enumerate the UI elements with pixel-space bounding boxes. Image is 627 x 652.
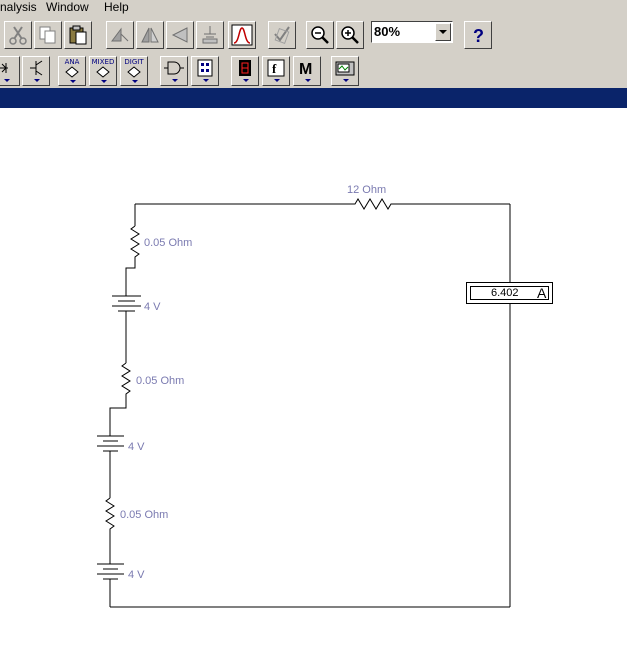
- zoom-level-value: 80%: [374, 24, 401, 39]
- oscilloscope-icon: [335, 61, 355, 82]
- resistor-12-ohm-label: 12 Ohm: [347, 184, 386, 196]
- resistor-3-label: 0.05 Ohm: [120, 509, 168, 521]
- rotate-icon: [111, 27, 129, 42]
- parts-bin-logic-gates[interactable]: [160, 56, 188, 86]
- main-toolbar: 80% ?: [0, 16, 627, 54]
- resistor-2[interactable]: [109, 362, 131, 430]
- check-pen-icon: [274, 26, 290, 44]
- parts-bin-controls[interactable]: f: [262, 56, 290, 86]
- graph-icon: [231, 24, 253, 46]
- parts-bin-indicators[interactable]: [231, 56, 259, 86]
- zoom-in-icon: [341, 26, 359, 44]
- zoom-out-button[interactable]: [306, 21, 334, 49]
- resistor-1-label: 0.05 Ohm: [144, 237, 192, 249]
- battery-2[interactable]: [97, 435, 124, 452]
- resistor-3[interactable]: [105, 497, 115, 558]
- parts-bin-digital-blocks[interactable]: [191, 56, 219, 86]
- ammeter-reading: 6.402: [491, 287, 519, 299]
- digital-ic-icon: [127, 66, 141, 83]
- digital-block-icon: [197, 59, 213, 82]
- circuit-diagram: 12 Ohm 0.05 Ohm 4 V 0.05 Ohm 4 V 0.05 Oh…: [97, 184, 511, 608]
- ammeter-display: 6.402 A: [470, 285, 549, 301]
- resistor-2-label: 0.05 Ohm: [136, 375, 184, 387]
- mixed-ic-icon: [96, 66, 110, 83]
- seven-segment-icon: [239, 60, 251, 82]
- diode-icon: [0, 63, 10, 82]
- battery-1[interactable]: [112, 295, 141, 312]
- battery-2-label: 4 V: [128, 441, 145, 453]
- battery-1-label: 4 V: [144, 301, 161, 313]
- rotate-button[interactable]: [106, 21, 134, 49]
- paste-icon: [69, 25, 87, 45]
- battery-3-label: 4 V: [128, 569, 145, 581]
- flip-vertical-icon: [171, 27, 188, 43]
- parts-bin-instruments[interactable]: [331, 56, 359, 86]
- parts-bin-toolbar: ANA MIXED DIGIT f M: [0, 54, 627, 88]
- paste-button[interactable]: [64, 21, 92, 49]
- menu-bar: nalysis Window Help: [0, 0, 627, 16]
- menu-window[interactable]: Window: [46, 0, 89, 14]
- function-icon: f: [267, 59, 285, 82]
- digital-bin-label: DIGIT: [124, 58, 144, 66]
- zoom-out-icon: [311, 26, 329, 44]
- ammeter[interactable]: 6.402 A: [466, 282, 553, 304]
- zoom-dropdown-button[interactable]: [435, 23, 451, 41]
- transistor-icon: [30, 60, 43, 82]
- ground-component-icon: [202, 26, 218, 44]
- logic-gate-icon: [164, 61, 184, 82]
- scissors-icon: [9, 26, 27, 45]
- svg-text:?: ?: [473, 26, 484, 46]
- circuit-window-titlebar: [0, 88, 627, 108]
- menu-help[interactable]: Help: [104, 0, 129, 14]
- zoom-level-select[interactable]: 80%: [371, 21, 453, 43]
- chevron-down-icon: [439, 30, 447, 34]
- menu-analysis[interactable]: nalysis: [0, 0, 37, 14]
- cut-button[interactable]: [4, 21, 32, 49]
- resistor-1[interactable]: [125, 225, 140, 284]
- parts-bin-miscellaneous[interactable]: M: [293, 56, 321, 86]
- copy-icon: [39, 26, 56, 44]
- misc-icon: M: [299, 61, 312, 82]
- flip-horizontal-button[interactable]: [136, 21, 164, 49]
- svg-text:f: f: [272, 61, 277, 76]
- analog-ic-icon: [65, 66, 79, 83]
- battery-3[interactable]: [97, 563, 124, 580]
- instruments-button[interactable]: [268, 21, 296, 49]
- parts-bin-digital-ics[interactable]: DIGIT: [120, 56, 148, 86]
- parts-bin-diodes[interactable]: [0, 56, 20, 86]
- help-button[interactable]: ?: [464, 21, 492, 49]
- analog-bin-label: ANA: [64, 58, 80, 66]
- circuit-canvas[interactable]: 12 Ohm 0.05 Ohm 4 V 0.05 Ohm 4 V 0.05 Oh…: [0, 108, 627, 647]
- parts-bin-mixed-ics[interactable]: MIXED: [89, 56, 117, 86]
- parts-bin-transistors[interactable]: [22, 56, 50, 86]
- help-question-icon: ?: [473, 26, 484, 46]
- parts-bin-analog-ics[interactable]: ANA: [58, 56, 86, 86]
- ammeter-unit: A: [537, 285, 547, 301]
- copy-button[interactable]: [34, 21, 62, 49]
- component-properties-button[interactable]: [196, 21, 224, 49]
- flip-vertical-button[interactable]: [166, 21, 194, 49]
- misc-bin-label: M: [299, 61, 312, 78]
- flip-horizontal-icon: [141, 27, 159, 43]
- zoom-in-button[interactable]: [336, 21, 364, 49]
- analysis-graphs-button[interactable]: [228, 21, 256, 49]
- mixed-bin-label: MIXED: [91, 58, 115, 66]
- resistor-12-ohm[interactable]: [335, 198, 510, 210]
